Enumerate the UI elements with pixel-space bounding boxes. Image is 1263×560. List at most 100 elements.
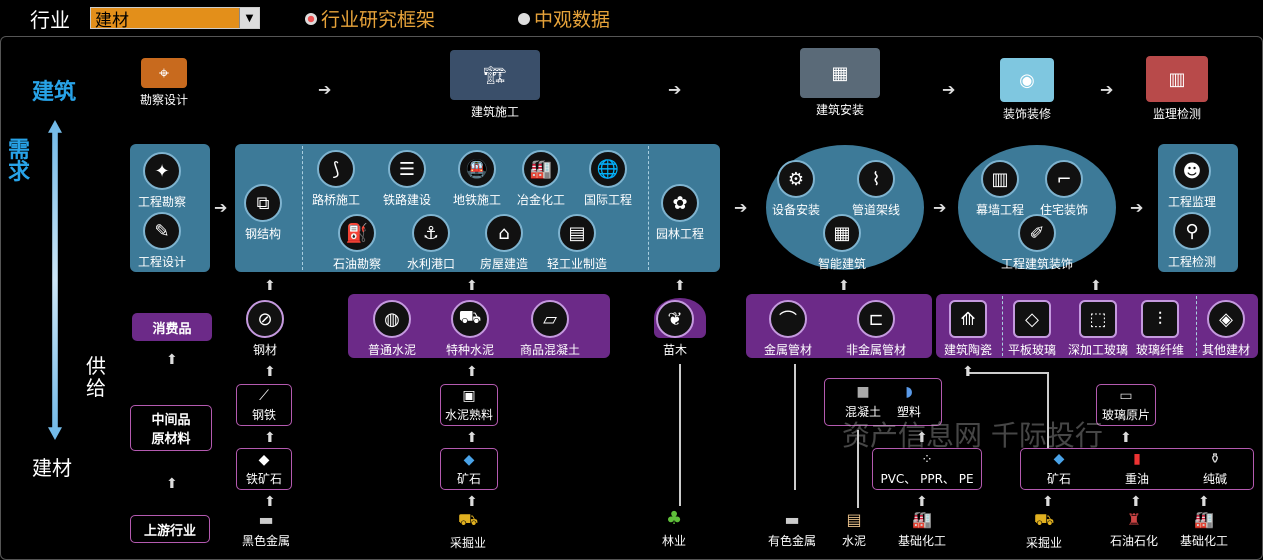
intermediate-clinker: ▣ 水泥熟料	[440, 384, 498, 426]
intermediate-mineral2-label: 矿石	[1046, 472, 1071, 486]
upstream-cement: ▤ 水泥	[842, 510, 866, 549]
mixer-truck-icon: ⛟	[451, 300, 489, 338]
material-steel: ⊘ 钢材	[246, 300, 284, 358]
probe-icon: ⚲	[1173, 212, 1211, 250]
node-equipment-install: ⚙ 设备安装	[772, 160, 820, 218]
node-supervision: ☻ 工程监理	[1168, 152, 1216, 210]
arrow-up-icon: ⬆	[466, 278, 478, 294]
mining-truck-icon: ⛟	[1033, 510, 1055, 529]
arrow-up-icon: ⬆	[674, 278, 686, 294]
stage-supervise-label: 监理检测	[1152, 107, 1201, 121]
industry-label: 行业	[30, 8, 70, 32]
upstream-nonferrous: ▬ 有色金属	[768, 510, 816, 549]
stage-install: ▦ 建筑安装	[800, 48, 880, 118]
globe-icon: 🌐	[589, 150, 627, 188]
node-road-bridge: ⟆ 路桥施工	[312, 150, 360, 208]
paint-bucket-icon: ◉	[1000, 58, 1054, 102]
material-cement-b-label: 特种水泥	[446, 343, 495, 357]
glass-sheet-icon: ▭	[1119, 387, 1133, 404]
drafting-icon: ✎	[143, 212, 181, 250]
link-research-framework[interactable]: 行业研究框架	[305, 5, 435, 32]
material-cement-a: ◍ 普通水泥	[368, 300, 416, 358]
node-railway-label: 铁路建设	[383, 193, 432, 207]
plant-icon: 🏭	[912, 510, 932, 529]
node-water-port-label: 水利港口	[407, 257, 456, 271]
arrow-up-icon: ⬆	[466, 364, 478, 380]
material-ceramic: ⟰ 建筑陶瓷	[944, 300, 992, 358]
arrow-right-icon: ➔	[1100, 80, 1114, 99]
material-flat-glass: ◇ 平板玻璃	[1008, 300, 1056, 358]
node-steel-structure-label: 钢结构	[244, 227, 281, 241]
oil-barrel-icon: ▮	[1133, 451, 1141, 467]
node-light-industry-label: 轻工业制造	[547, 257, 608, 271]
arrow-right-icon: ➔	[318, 80, 332, 99]
curtain-wall-icon: ▥	[981, 160, 1019, 198]
mining-truck-icon: ⛟	[457, 510, 479, 529]
intermediate-plastic: ◗ 塑料	[897, 384, 921, 420]
chevron-down-icon[interactable]: ▼	[239, 8, 259, 28]
brush-icon: ✐	[1018, 214, 1056, 252]
survey-instrument-icon: ⌖	[141, 58, 187, 88]
divider	[1002, 296, 1003, 356]
arrow-up-icon: ⬆	[838, 278, 850, 294]
node-engineering-design-label: 工程设计	[138, 255, 187, 269]
link-meso-data[interactable]: 中观数据	[518, 5, 610, 32]
node-railway: ☰ 铁路建设	[383, 150, 431, 208]
arrow-up-icon: ⬆	[264, 494, 276, 510]
upstream-chem2-label: 基础化工	[1180, 534, 1229, 548]
node-garden: ✿ 园林工程	[656, 184, 704, 242]
ore-icon: ◆	[258, 451, 270, 468]
divider	[1196, 296, 1197, 356]
divider	[302, 146, 303, 270]
node-international-label: 国际工程	[584, 193, 633, 207]
upstream-mining-label: 采掘业	[450, 536, 487, 550]
upstream-chem2: 🏭 基础化工	[1180, 510, 1228, 549]
arrow-up-icon: ⬆	[1090, 278, 1102, 294]
side-label-materials: 建材	[32, 456, 72, 480]
node-subway: 🚇 地铁施工	[453, 150, 501, 208]
material-flat-glass-label: 平板玻璃	[1008, 343, 1057, 357]
upstream-chem: 🏭 基础化工	[898, 510, 946, 549]
node-engineering-decor-label: 工程建筑装饰	[1001, 257, 1074, 271]
material-glass-fiber-label: 玻璃纤维	[1136, 343, 1185, 357]
node-oil-survey: ⛽ 石油勘察	[333, 214, 381, 272]
stage-survey-label: 勘察设计	[140, 93, 189, 107]
metal-bar-icon: ▬	[784, 510, 800, 529]
paint-roller-icon: ⌐	[1045, 160, 1083, 198]
arrow-up-icon: ⬆	[166, 476, 178, 492]
radio-selected-icon	[305, 12, 317, 25]
glass-pane-icon: ◇	[1013, 300, 1051, 338]
material-ceramic-label: 建筑陶瓷	[944, 343, 993, 357]
node-engineering-decor: ✐ 工程建筑装饰	[1001, 214, 1073, 272]
side-label-supply: 供给	[86, 354, 106, 400]
node-inspection: ⚲ 工程检测	[1168, 212, 1216, 270]
metal-bar-icon: ▬	[258, 510, 274, 529]
industry-select[interactable]: 建材 ▼	[90, 7, 260, 31]
material-metal-pipe: ⌒ 金属管材	[764, 300, 812, 358]
industry-select-value: 建材	[95, 10, 129, 31]
upstream-ferrous-label: 黑色金属	[242, 534, 291, 548]
clinker-icon: ▣	[462, 387, 476, 404]
watermark: 资产信息网 千际投行	[842, 419, 1103, 452]
materials-pile-icon: ◈	[1207, 300, 1245, 338]
arrow-right-icon: ➔	[668, 80, 682, 99]
stage-decor: ◉ 装饰装修	[1000, 58, 1054, 122]
iron-bar-icon: ⟋	[259, 387, 269, 404]
material-steel-label: 钢材	[252, 343, 277, 357]
arrow-right-icon: ➔	[1130, 198, 1144, 217]
node-residential-decor-label: 住宅装饰	[1040, 203, 1089, 217]
label-upstream: 上游行业	[130, 515, 210, 543]
arrow-up-icon: ⬆	[466, 494, 478, 510]
node-engineering-survey: ✦ 工程勘察	[138, 152, 186, 210]
intermediate-heavy-oil: ▮ 重油	[1125, 451, 1149, 487]
side-label-building: 建筑	[32, 80, 77, 105]
elbow-pipe-icon: ⌒	[769, 300, 807, 338]
node-metallurgy-chem-label: 冶金化工	[517, 193, 566, 207]
node-housing-label: 房屋建造	[480, 257, 529, 271]
material-glass-fiber: ⫶ 玻璃纤维	[1136, 300, 1184, 358]
railway-icon: ☰	[388, 150, 426, 188]
node-steel-structure: ⧉ 钢结构	[244, 184, 282, 242]
upstream-forestry: ♣ 林业	[662, 508, 686, 549]
arrow-up-icon: ⬆	[916, 494, 928, 510]
node-subway-label: 地铁施工	[453, 193, 502, 207]
